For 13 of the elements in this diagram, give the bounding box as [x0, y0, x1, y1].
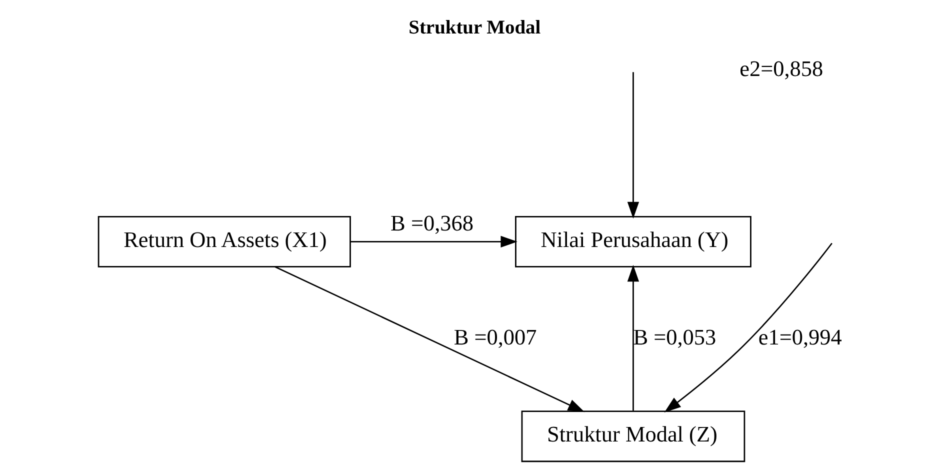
edge-label: B =0,007	[453, 324, 536, 350]
label: e2=0,858	[739, 56, 823, 81]
arrow	[626, 264, 639, 411]
node-box: Nilai Perusahaan (Y)	[514, 216, 751, 268]
arrow	[626, 72, 639, 219]
edge-label: e1=0,994	[758, 324, 842, 350]
edge-label: B =0,368	[390, 210, 474, 236]
diagram-title: Struktur Modal	[408, 17, 540, 38]
arrow	[664, 242, 832, 412]
arrow	[350, 236, 517, 248]
node-box: Return On Assets (X1)	[97, 216, 350, 268]
arrow	[274, 266, 584, 412]
node-box: Struktur Modal (Z)	[520, 410, 745, 462]
